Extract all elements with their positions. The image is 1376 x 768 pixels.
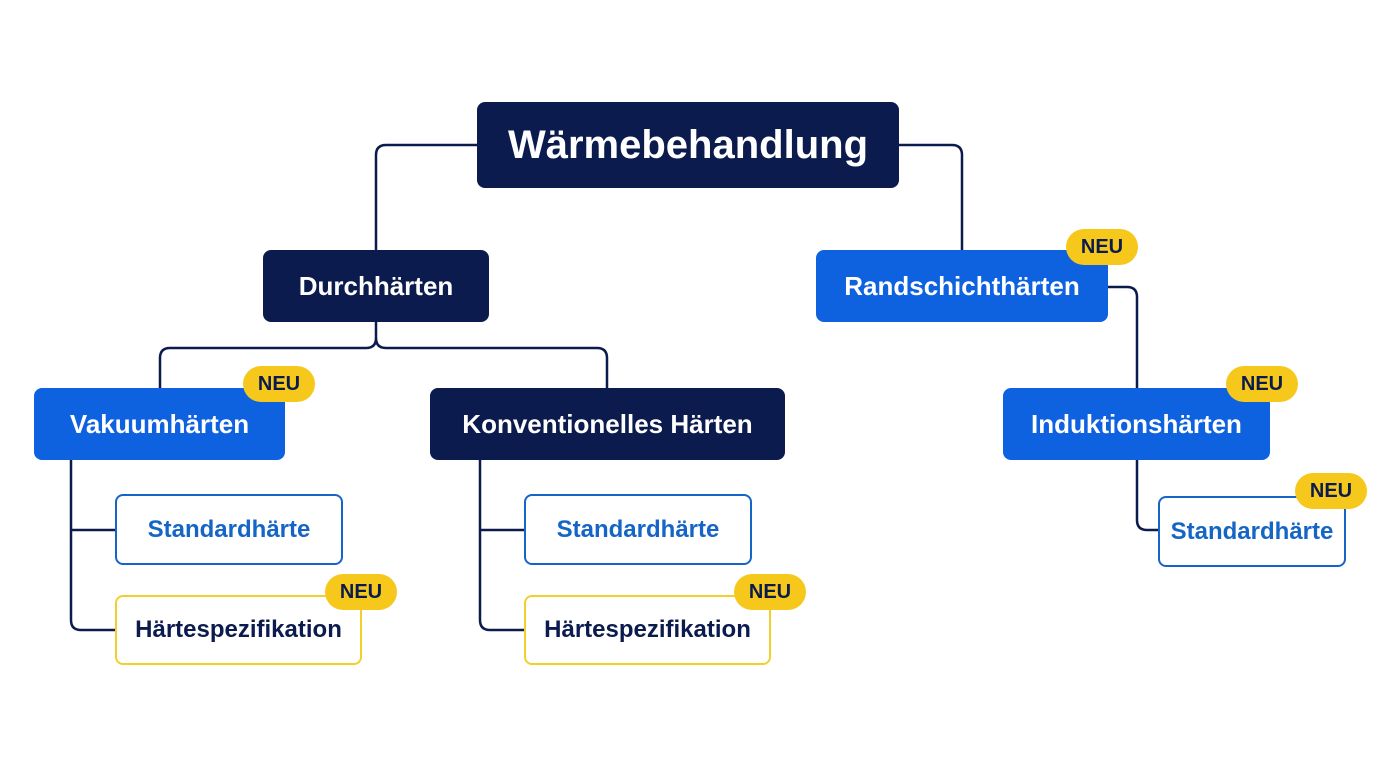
connector-randschicht-induktion: [1106, 285, 1139, 390]
connector-vakuum-leaves: [69, 458, 117, 632]
node-label: Vakuumhärten: [69, 408, 250, 439]
leaf-konventionell-standardhaerte[interactable]: Standardhärte: [524, 494, 752, 565]
node-label: Durchhärten: [298, 270, 454, 301]
leaf-konventionell-haertespezifikation[interactable]: Härtespezifikation: [524, 595, 771, 665]
node-label: Induktionshärten: [1031, 408, 1242, 439]
node-waermebehandlung[interactable]: Wärmebehandlung: [477, 102, 899, 188]
leaf-label: Standardhärte: [1170, 517, 1334, 545]
node-label: Konventionelles Härten: [462, 408, 753, 439]
leaf-label: Standardhärte: [147, 515, 311, 543]
node-induktionshaerten[interactable]: Induktionshärten: [1003, 388, 1270, 460]
leaf-label: Härtespezifikation: [135, 616, 342, 643]
node-label: Randschichthärten: [844, 270, 1080, 301]
connector-root-randschicht: [896, 143, 964, 252]
connector-induktion-leaf: [1135, 458, 1160, 532]
new-badge: NEU: [1066, 229, 1138, 265]
new-badge: NEU: [325, 574, 397, 610]
node-randschichthaerten[interactable]: Randschichthärten: [816, 250, 1108, 322]
connector-root-durchhaerten: [374, 143, 480, 252]
node-durchhaerten[interactable]: Durchhärten: [263, 250, 489, 322]
connector-durchhaerten-children: [158, 320, 609, 390]
new-badge: NEU: [243, 366, 315, 402]
connector-konventionell-leaves: [478, 458, 526, 632]
node-konventionelles-haerten[interactable]: Konventionelles Härten: [430, 388, 785, 460]
leaf-vakuum-standardhaerte[interactable]: Standardhärte: [115, 494, 343, 565]
leaf-label: Härtespezifikation: [544, 616, 751, 643]
leaf-label: Standardhärte: [556, 515, 720, 543]
node-vakuumhaerten[interactable]: Vakuumhärten: [34, 388, 285, 460]
leaf-vakuum-haertespezifikation[interactable]: Härtespezifikation: [115, 595, 362, 665]
new-badge: NEU: [734, 574, 806, 610]
new-badge: NEU: [1295, 473, 1367, 509]
node-label: Wärmebehandlung: [507, 122, 869, 167]
new-badge: NEU: [1226, 366, 1298, 402]
